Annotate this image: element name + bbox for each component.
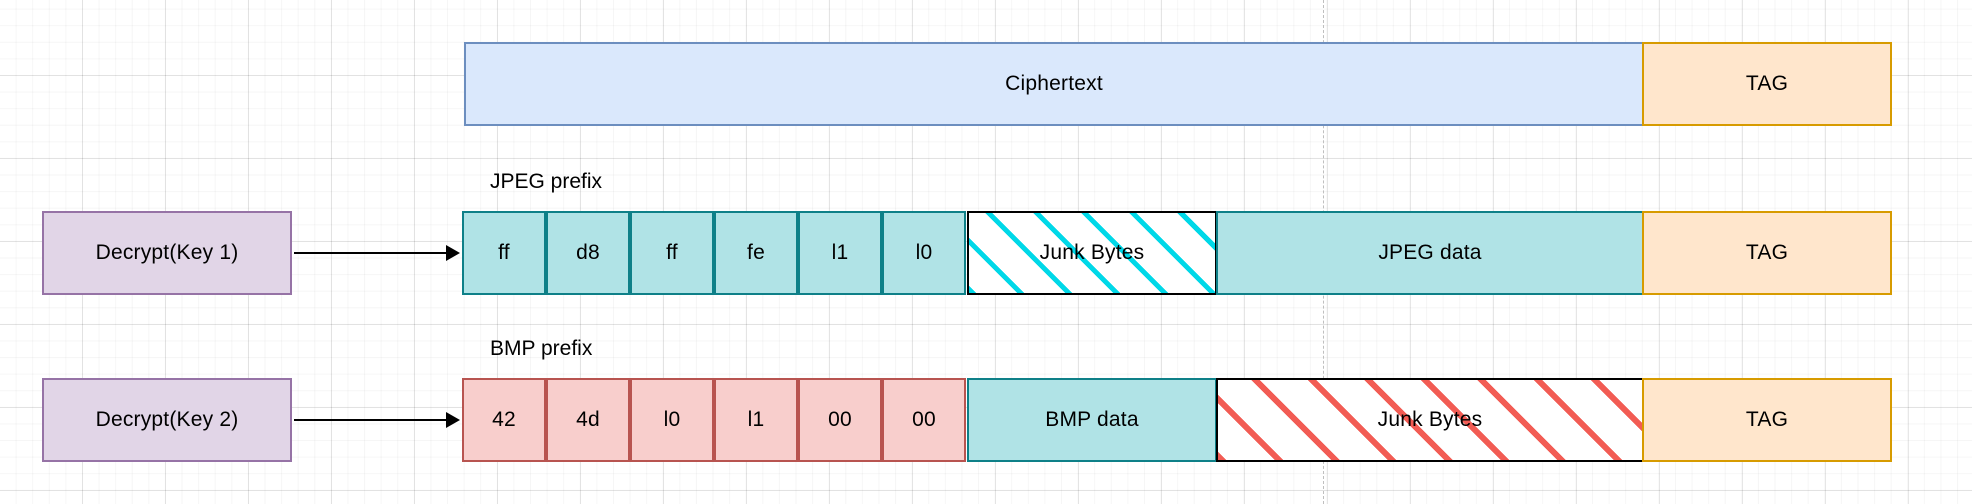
bmp-data-block: BMP data	[967, 378, 1217, 462]
arrow-head	[446, 245, 460, 261]
jpeg-junk-bytes-label: Junk Bytes	[1039, 241, 1145, 264]
byte-value: d8	[576, 241, 600, 264]
arrow-shaft	[294, 419, 447, 421]
bmp-prefix-label: BMP prefix	[490, 337, 593, 360]
arrow-shaft	[294, 252, 447, 254]
decrypt-key2-block[interactable]: Decrypt(Key 2)	[42, 378, 292, 462]
arrow-head	[446, 412, 460, 428]
byte-value: 42	[492, 408, 516, 431]
decrypt-key1-label: Decrypt(Key 1)	[95, 241, 239, 264]
ciphertext-block: Ciphertext	[464, 42, 1644, 126]
arrow-key1-to-jpeg	[294, 245, 460, 261]
byte-value: fe	[747, 241, 765, 264]
jpeg-data-block: JPEG data	[1216, 211, 1644, 295]
jpeg-prefix-byte-4: l1	[798, 211, 882, 295]
jpeg-junk-bytes-block: Junk Bytes	[967, 211, 1217, 295]
bmp-prefix-byte-0: 42	[462, 378, 546, 462]
jpeg-prefix-byte-1: d8	[546, 211, 630, 295]
jpeg-prefix-byte-3: fe	[714, 211, 798, 295]
bmp-data-label: BMP data	[1045, 408, 1139, 431]
ciphertext-tag-block: TAG	[1642, 42, 1892, 126]
bmp-tag-block: TAG	[1642, 378, 1892, 462]
jpeg-prefix-byte-5: l0	[882, 211, 966, 295]
byte-value: l0	[663, 408, 681, 431]
ciphertext-tag-label: TAG	[1745, 72, 1789, 95]
decrypt-key1-block[interactable]: Decrypt(Key 1)	[42, 211, 292, 295]
bmp-prefix-byte-4: 00	[798, 378, 882, 462]
byte-value: ff	[498, 241, 510, 264]
jpeg-tag-block: TAG	[1642, 211, 1892, 295]
byte-value: 00	[828, 408, 852, 431]
bmp-prefix-byte-1: 4d	[546, 378, 630, 462]
ciphertext-label: Ciphertext	[1005, 72, 1103, 95]
byte-value: l1	[831, 241, 849, 264]
jpeg-prefix-byte-0: ff	[462, 211, 546, 295]
byte-value: 00	[912, 408, 936, 431]
arrow-key2-to-bmp	[294, 412, 460, 428]
jpeg-tag-label: TAG	[1745, 241, 1789, 264]
decrypt-key2-label: Decrypt(Key 2)	[95, 408, 239, 431]
bmp-tag-label: TAG	[1745, 408, 1789, 431]
bmp-prefix-byte-3: l1	[714, 378, 798, 462]
byte-value: 4d	[576, 408, 600, 431]
jpeg-prefix-byte-2: ff	[630, 211, 714, 295]
jpeg-prefix-label: JPEG prefix	[490, 170, 603, 193]
bmp-prefix-byte-2: l0	[630, 378, 714, 462]
byte-value: l1	[747, 408, 765, 431]
bmp-prefix-byte-5: 00	[882, 378, 966, 462]
jpeg-data-label: JPEG data	[1378, 241, 1482, 264]
byte-value: l0	[915, 241, 933, 264]
bmp-junk-bytes-label: Junk Bytes	[1377, 408, 1483, 431]
bmp-junk-bytes-block: Junk Bytes	[1216, 378, 1644, 462]
byte-value: ff	[666, 241, 678, 264]
